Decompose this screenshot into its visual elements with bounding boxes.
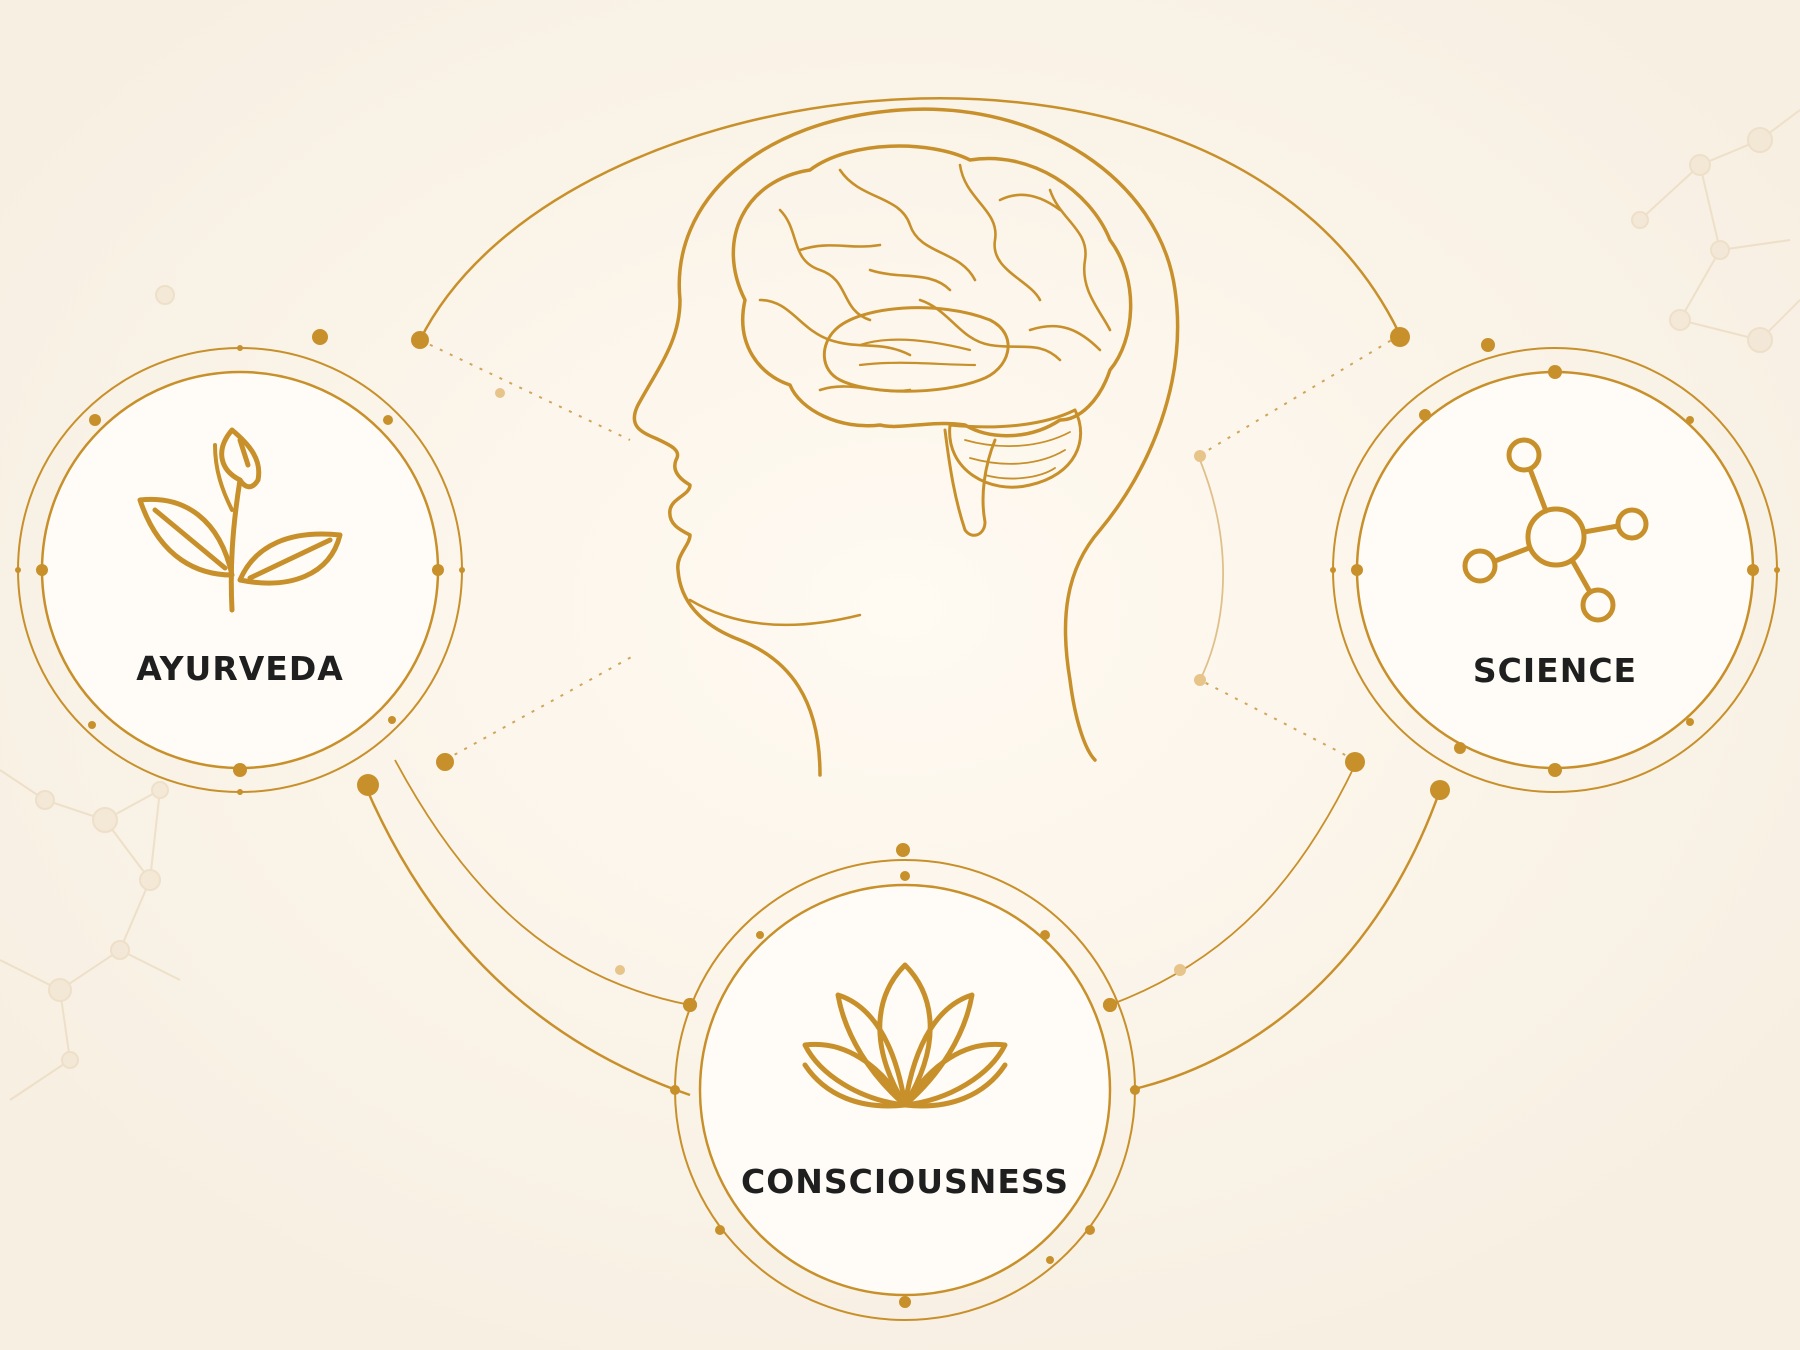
science-label: SCIENCE <box>1473 651 1637 690</box>
brain-outline <box>731 144 1133 438</box>
node-science[interactable]: SCIENCE <box>1330 338 1780 793</box>
node-consciousness[interactable]: CONSCIOUSNESS <box>670 843 1140 1321</box>
background-molecule-pattern-left <box>0 285 181 1101</box>
right-inner-curve <box>1199 459 1224 681</box>
science-inner-ring <box>1355 370 1755 770</box>
science-ring-dots <box>1330 338 1780 777</box>
node-ayurveda[interactable]: AYURVEDA <box>15 345 465 795</box>
consciousness-inner-ring <box>698 883 1112 1297</box>
leaf-sprout-icon <box>137 427 343 613</box>
molecule-icon <box>1462 437 1649 623</box>
bottom-right-inner-arc <box>1109 764 1356 1006</box>
ayurveda-inner-ring <box>40 370 440 770</box>
bottom-right-outer-arc <box>1129 789 1442 1092</box>
consciousness-label: CONSCIOUSNESS <box>741 1162 1069 1201</box>
head-outline <box>632 107 1180 777</box>
lotus-icon <box>802 962 1008 1109</box>
top-arc <box>418 97 1402 341</box>
background-molecule-pattern-right <box>1631 109 1800 353</box>
dotted-connectors <box>419 334 1401 761</box>
bottom-left-outer-arc <box>363 784 691 1097</box>
consciousness-ring-dots <box>670 843 1140 1308</box>
head-with-brain-icon <box>632 107 1180 777</box>
ayurveda-label: AYURVEDA <box>136 649 344 688</box>
ayurveda-ring-dots <box>15 345 465 795</box>
bottom-left-inner-arc <box>394 759 691 1006</box>
connection-arcs <box>363 97 1442 1097</box>
